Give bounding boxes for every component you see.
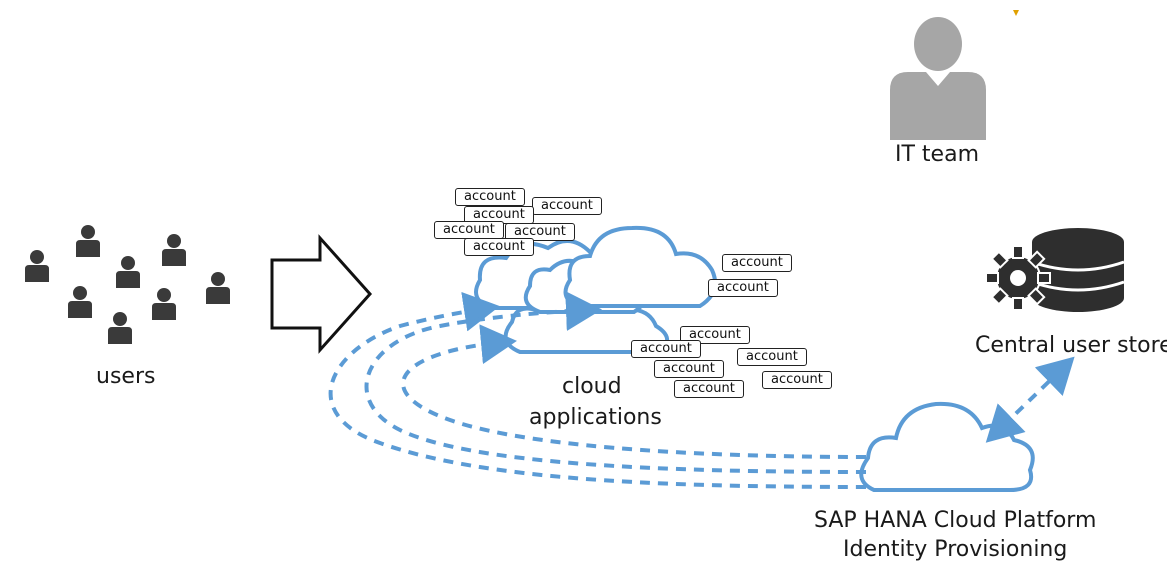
account-tag: account	[464, 206, 534, 224]
sap-label-line1: SAP HANA Cloud Platform	[814, 508, 1097, 533]
account-tag: account	[631, 340, 701, 358]
central-user-store-label: Central user store	[975, 333, 1167, 358]
account-tag: account	[654, 360, 724, 378]
gear-icon	[985, 245, 1051, 311]
cloud-apps-label-line2: applications	[529, 405, 662, 430]
account-tag: account	[434, 221, 504, 239]
account-tag: account	[532, 197, 602, 215]
cloud-apps-label-line1: cloud	[562, 374, 622, 399]
it-team-person-icon	[890, 17, 986, 140]
account-tag: account	[737, 348, 807, 366]
account-tag: account	[674, 380, 744, 398]
it-team-label: IT team	[895, 142, 979, 167]
users-group-icon	[25, 225, 230, 344]
account-tag: account	[708, 279, 778, 297]
sap-label-line2: Identity Provisioning	[843, 537, 1068, 562]
account-tag: account	[505, 223, 575, 241]
database-icon	[1031, 228, 1125, 312]
provisioning-arrows	[328, 290, 1075, 489]
cursor-mark-icon	[1013, 10, 1019, 16]
arrow-right-icon	[270, 234, 373, 354]
account-tag: account	[680, 326, 750, 344]
account-tag: account	[455, 188, 525, 206]
account-tag: account	[464, 238, 534, 256]
account-tag: account	[722, 254, 792, 272]
users-label: users	[96, 364, 156, 389]
account-tag: account	[762, 371, 832, 389]
sap-cloud-icon	[859, 401, 1035, 492]
